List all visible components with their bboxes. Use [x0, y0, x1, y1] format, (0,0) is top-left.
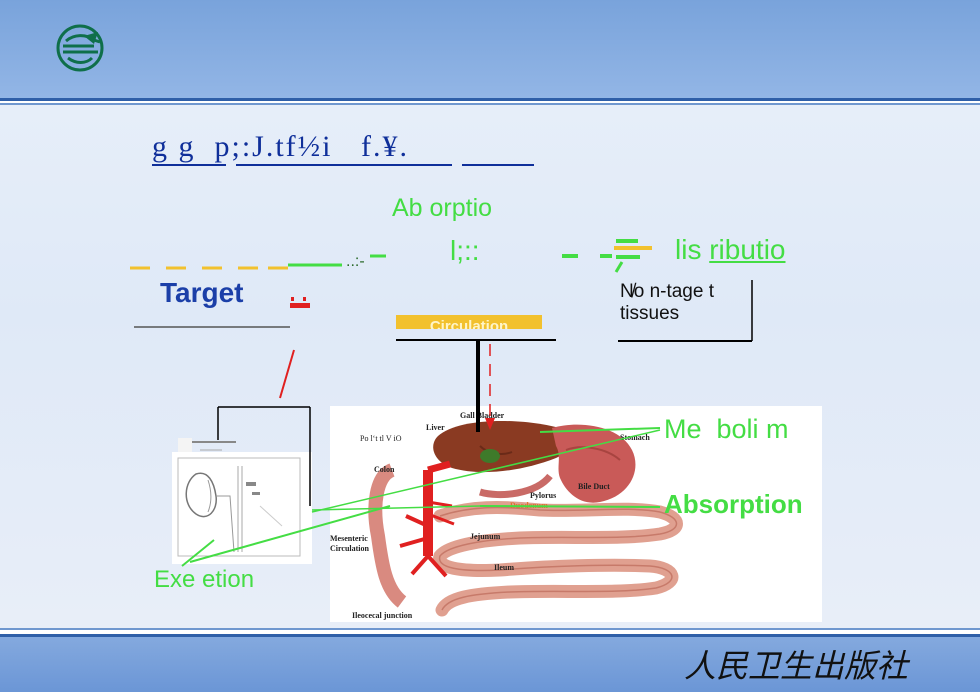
title-underline	[236, 164, 452, 166]
label-colon: Colon	[374, 465, 395, 474]
label-jejunum: Jejunum	[470, 532, 501, 541]
publisher-name: 人民卫生出版社	[684, 647, 911, 685]
slide-title: g g p;:J.tf½i f.¥.	[152, 130, 409, 163]
metabolism-label: Me boli m	[664, 414, 789, 444]
excretion-label: Exe etion	[154, 566, 255, 593]
non-target-line-1: N̸o n-tage t	[620, 281, 714, 302]
footer-rule-thin	[0, 628, 980, 630]
distribution-prefix: l	[675, 234, 682, 265]
label-portal-vein: Po lʻt tl V iO	[360, 434, 402, 443]
absorption-label-top: Ab orptio	[392, 194, 493, 222]
label-duodenum: Duodenum	[510, 501, 548, 510]
label-mesenteric-circulation: Circulation	[330, 544, 369, 553]
label-liver: Liver	[426, 423, 445, 432]
non-target-line-2: tissues	[620, 303, 680, 324]
label-stomach: Stomach	[620, 433, 650, 442]
title-underline	[462, 164, 534, 166]
label-ileocecal-junction: Ileocecal junction	[352, 611, 413, 620]
label-mesenteric: Mesenteric	[330, 534, 368, 543]
label-ileum: Ileum	[494, 563, 514, 572]
header-rule	[0, 98, 980, 101]
label-gall-bladder: Gall Bladder	[460, 411, 505, 420]
publisher-logo: 人民卫生出版社	[684, 647, 911, 685]
footer-band	[0, 637, 980, 692]
title-underline	[152, 164, 226, 166]
absorption-label: Absorption	[664, 489, 803, 519]
kidney-diagram-icon	[177, 457, 301, 557]
kidney-illustration	[172, 452, 312, 564]
distribution-underlined: ributio	[709, 234, 786, 265]
logo-emblem-icon	[56, 24, 104, 72]
footer-rule	[0, 634, 980, 637]
distribution-label: lis ributio	[675, 234, 786, 266]
target-label: Target	[160, 277, 244, 308]
circulation-box: Circulation	[396, 315, 542, 329]
label-bile-duct: Bile Duct	[578, 482, 610, 491]
distribution-main: is	[681, 234, 710, 265]
header-band	[0, 0, 980, 100]
label-pylorus: Pylorus	[530, 491, 557, 500]
header-rule-thin	[0, 103, 980, 105]
